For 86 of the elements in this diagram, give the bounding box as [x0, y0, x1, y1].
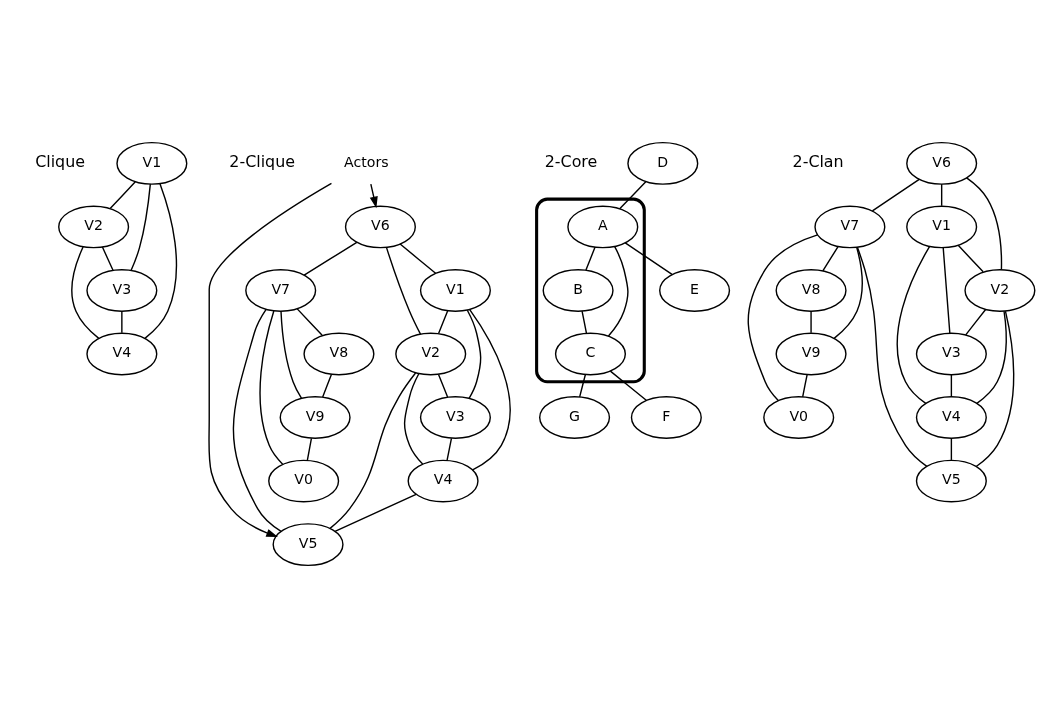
node-ellipse: V4 [915, 395, 987, 439]
node-ellipse: V3 [419, 395, 491, 439]
node-ellipse: V2 [964, 268, 1036, 312]
node-ellipse: G [539, 395, 611, 439]
connector [801, 373, 808, 397]
connector [965, 308, 987, 336]
cluster [535, 197, 646, 383]
label: 2-Clique [229, 151, 295, 171]
connector [624, 241, 673, 275]
connector [976, 310, 1007, 404]
connector [618, 180, 647, 209]
connector [306, 437, 313, 461]
connector [303, 241, 358, 276]
connector [585, 246, 596, 271]
connector [144, 182, 178, 339]
connector [609, 369, 647, 401]
node-ellipse: V6 [344, 205, 416, 248]
connector [578, 373, 587, 397]
node-ellipse: F [630, 395, 702, 439]
node-ellipse: V1 [116, 141, 188, 185]
connector [942, 246, 951, 334]
node-ellipse: E [659, 268, 731, 312]
connector [322, 373, 333, 398]
connector [437, 309, 449, 334]
connector [296, 307, 323, 336]
node-ellipse: V2 [58, 205, 130, 248]
connector [259, 309, 284, 465]
label: Clique [35, 151, 85, 171]
node-ellipse: V7 [245, 268, 317, 312]
node-ellipse: V8 [775, 268, 847, 312]
node-ellipse: V9 [279, 395, 351, 439]
connector [399, 242, 437, 274]
node-ellipse: V4 [86, 332, 158, 375]
node-ellipse: V3 [915, 332, 987, 375]
connector [232, 308, 282, 532]
node-ellipse: V6 [906, 141, 978, 185]
node-ellipse: C [554, 332, 626, 375]
node-ellipse: V7 [814, 205, 886, 248]
connector [957, 244, 984, 272]
connector [468, 308, 511, 470]
connector [329, 371, 417, 529]
arrow [369, 182, 378, 208]
node-ellipse: V4 [407, 459, 479, 502]
connector [71, 245, 100, 339]
node-ellipse: V5 [272, 522, 344, 566]
node-ellipse: V1 [419, 268, 491, 312]
connector [403, 372, 424, 465]
node-ellipse: V1 [906, 205, 978, 248]
node-ellipse: V8 [303, 332, 375, 375]
connector [607, 245, 629, 337]
connector [121, 310, 123, 334]
connector [130, 182, 152, 271]
connector [747, 233, 819, 401]
node-text: Actors [344, 153, 389, 170]
connector [950, 437, 953, 461]
connector [810, 310, 812, 334]
connector [109, 180, 137, 209]
label: 2-Clan [792, 151, 844, 171]
connector [896, 245, 931, 404]
node-ellipse: V2 [395, 332, 467, 375]
connector [950, 373, 953, 397]
arrow [208, 182, 333, 537]
connector [466, 309, 482, 399]
connector [334, 493, 417, 532]
connector [581, 310, 588, 334]
node-ellipse: V5 [915, 459, 987, 502]
node-ellipse: A [567, 205, 639, 248]
connector [856, 246, 928, 467]
connector [385, 246, 422, 335]
node-ellipse: V0 [268, 459, 340, 502]
node-ellipse: V9 [775, 332, 847, 375]
connector [965, 176, 1003, 270]
label: 2-Core [544, 151, 598, 171]
connector [280, 310, 303, 399]
connector [437, 373, 449, 398]
connector [446, 437, 453, 461]
connector [833, 246, 863, 339]
connector [871, 178, 920, 212]
connector [822, 245, 839, 272]
connector [101, 245, 114, 271]
node-ellipse: V0 [763, 395, 835, 439]
connector [975, 309, 1015, 467]
node-ellipse: D [627, 141, 699, 185]
node-ellipse: V3 [86, 268, 158, 312]
node-ellipse: B [542, 268, 614, 312]
connector [940, 182, 943, 206]
